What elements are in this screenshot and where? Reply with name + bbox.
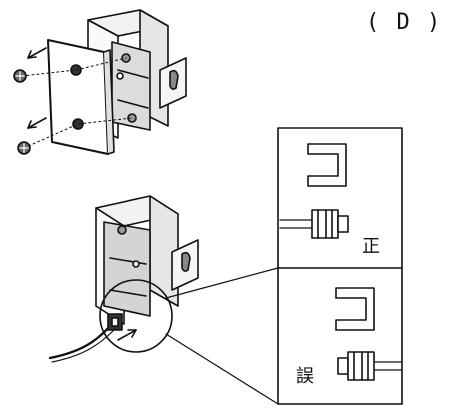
figure-label: ( D ) (366, 10, 443, 35)
correct-label: 正 (362, 236, 380, 257)
connector-icon (107, 313, 123, 331)
upper-mounting-bracket (159, 57, 187, 109)
correct-example (279, 143, 349, 239)
wrong-label: 誤 (296, 366, 314, 387)
connector-icon (337, 351, 375, 381)
wrong-example (335, 287, 403, 381)
lower-mounting-bracket (171, 239, 199, 291)
magnifier-circle (99, 279, 173, 353)
arrow-icon (27, 47, 47, 59)
screw-icon (13, 69, 27, 83)
cover-hole-top (70, 64, 82, 76)
arrow-icon (27, 117, 47, 129)
cover-plate (47, 39, 115, 155)
lower-junction-box (95, 195, 179, 325)
cable-icon (48, 324, 115, 363)
connector-icon (311, 209, 349, 239)
screw-icon (17, 141, 31, 155)
arrow-icon (117, 329, 137, 341)
cover-hole-bottom (72, 118, 84, 130)
